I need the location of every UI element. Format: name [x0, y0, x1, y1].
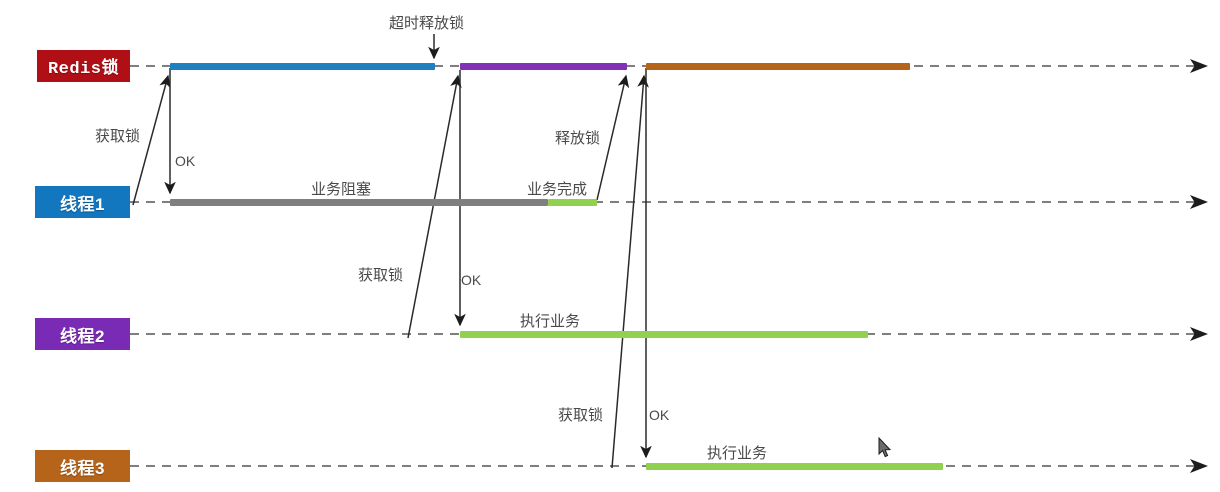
acquire-lock-thread3-label: 获取锁	[558, 407, 604, 424]
business-run-thread3-label: 执行业务	[707, 445, 768, 462]
lane-label-thread-2-text: 线程2	[60, 326, 105, 346]
lane-label-thread-3-text: 线程3	[60, 458, 105, 478]
bar-thread2-business-run	[460, 331, 868, 338]
business-complete-label: 业务完成	[527, 181, 588, 198]
bar-thread1-business-blocked	[170, 199, 548, 206]
lane-label-redis-lock[interactable]: Redis锁	[37, 50, 130, 82]
acquire-lock-thread2-label: 获取锁	[358, 267, 404, 284]
bar-redis-lock-held-thread3	[646, 63, 910, 70]
lane-label-thread-3[interactable]: 线程3	[35, 450, 130, 482]
arrow-thread3-acquire-lock	[611, 74, 649, 469]
release-lock-thread1-label: 释放锁	[555, 130, 601, 147]
lane-label-thread-1[interactable]: 线程1	[35, 186, 130, 218]
arrow-thread2-acquire-lock	[407, 74, 462, 339]
mouse-cursor-icon	[878, 436, 892, 459]
lane-label-redis-lock-text: Redis锁	[47, 60, 119, 79]
bar-thread1-business-done	[548, 199, 597, 206]
ok-thread2-label: OK	[461, 272, 482, 288]
acquire-lock-thread1-label: 获取锁	[95, 128, 141, 145]
timeout-release-lock-label: 超时释放锁	[389, 15, 465, 32]
lane-label-thread-1-text: 线程1	[60, 194, 105, 214]
ok-thread1-label: OK	[175, 153, 196, 169]
bar-redis-lock-held-thread1	[170, 63, 435, 70]
bar-redis-lock-held-thread2	[460, 63, 627, 70]
ok-thread3-label: OK	[649, 407, 670, 423]
business-blocked-label: 业务阻塞	[311, 181, 372, 198]
lane-label-thread-2[interactable]: 线程2	[35, 318, 130, 350]
business-run-thread2-label: 执行业务	[520, 313, 581, 330]
arrow-thread1-release-lock	[596, 74, 630, 201]
bar-thread3-business-run	[646, 463, 943, 470]
